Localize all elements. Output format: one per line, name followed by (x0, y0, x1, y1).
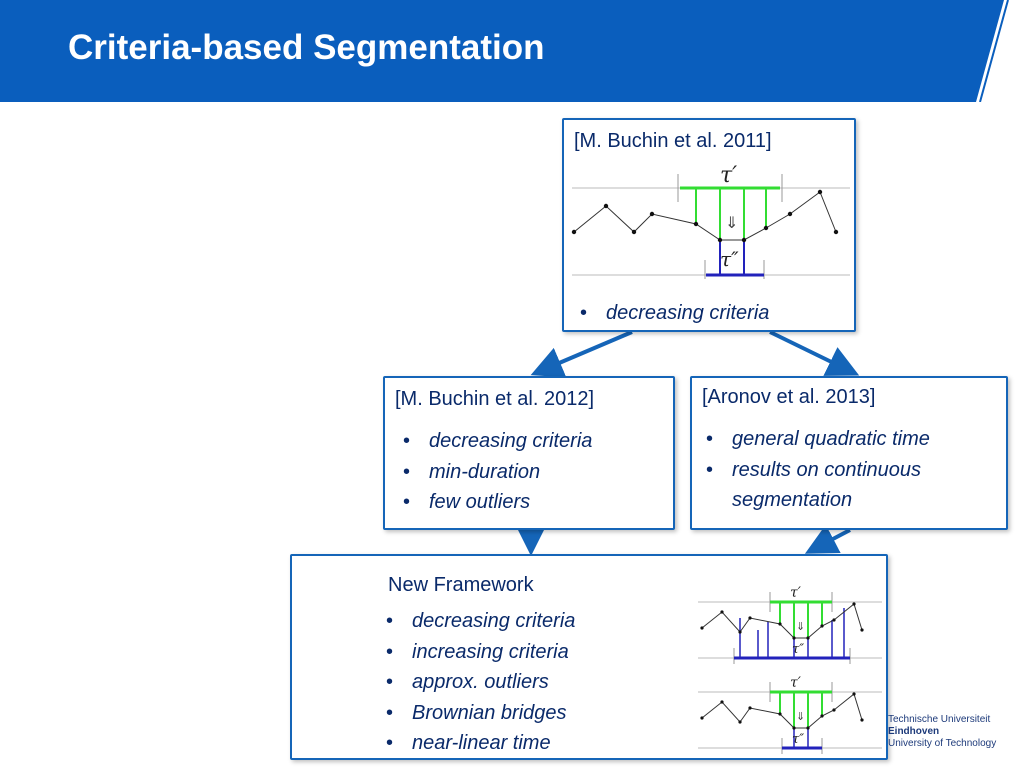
arrow-top-to-right (769, 330, 860, 376)
approx-outliers-diagram: τ′ ⇓ τ″ (698, 675, 882, 754)
criteria-list: •decreasing criteria •increasing criteri… (376, 606, 575, 759)
tau-double-prime-label: τ″ (720, 247, 739, 271)
tau-double-prime-label: τ″ (792, 732, 804, 747)
tau-double-prime-label: τ″ (792, 642, 804, 657)
down-arrow-icon: ⇓ (725, 213, 738, 232)
list-item: •approx. outliers (386, 671, 549, 693)
box-reference: New Framework (388, 574, 534, 596)
box-new-framework: New Framework •decreasing criteria •incr… (290, 554, 888, 760)
list-item: •decreasing criteria (403, 430, 593, 452)
criteria-list: •decreasing criteria •min-duration •few … (393, 426, 592, 518)
box-reference: [Aronov et al. 2013] (702, 386, 876, 408)
down-arrow-icon: ⇓ (796, 620, 805, 633)
segmentation-diagram: τ′ ⇓ τ″ (571, 163, 850, 279)
arrow-top-to-left (530, 330, 633, 378)
title-banner (0, 0, 1024, 102)
box-buchin-2012: [M. Buchin et al. 2012] •decreasing crit… (383, 376, 675, 530)
list-item: •segmentation (732, 489, 853, 511)
logo-line: Technische Universiteit (888, 714, 991, 725)
list-item: •min-duration (403, 460, 541, 483)
list-item: •results on continuous (706, 458, 922, 481)
box-buchin-2011: [M. Buchin et al. 2011] τ′ ⇓ τ″ •decreas… (562, 118, 856, 332)
tau-prime-label: τ′ (790, 675, 802, 691)
list-item: •few outliers (403, 491, 531, 513)
list-item: •decreasing criteria (580, 302, 770, 324)
list-item: •near-linear time (386, 732, 551, 754)
box-aronov-2013: [Aronov et al. 2013] •general quadratic … (690, 376, 1008, 530)
logo-line: University of Technology (888, 738, 997, 749)
box-reference: [M. Buchin et al. 2012] (395, 388, 595, 410)
arrow-right-to-bottom (804, 524, 851, 554)
list-item: •increasing criteria (386, 640, 569, 663)
logo-line: Eindhoven (888, 726, 940, 737)
university-logo: Technische Universiteit Eindhoven Univer… (888, 714, 996, 750)
tau-prime-label: τ′ (790, 585, 802, 601)
tau-prime-label: τ′ (720, 163, 737, 188)
list-item: •general quadratic time (706, 428, 930, 450)
list-item: •Brownian bridges (386, 701, 567, 724)
down-arrow-icon: ⇓ (796, 710, 805, 723)
box-reference: [M. Buchin et al. 2011] (574, 130, 772, 152)
criteria-list: •decreasing criteria (570, 298, 769, 329)
increasing-criteria-diagram: τ′ ⇓ τ″ (698, 585, 882, 664)
criteria-list: •general quadratic time •results on cont… (696, 424, 930, 516)
slide-title: Criteria-based Segmentation (68, 28, 545, 67)
list-item: •decreasing criteria (386, 610, 576, 632)
